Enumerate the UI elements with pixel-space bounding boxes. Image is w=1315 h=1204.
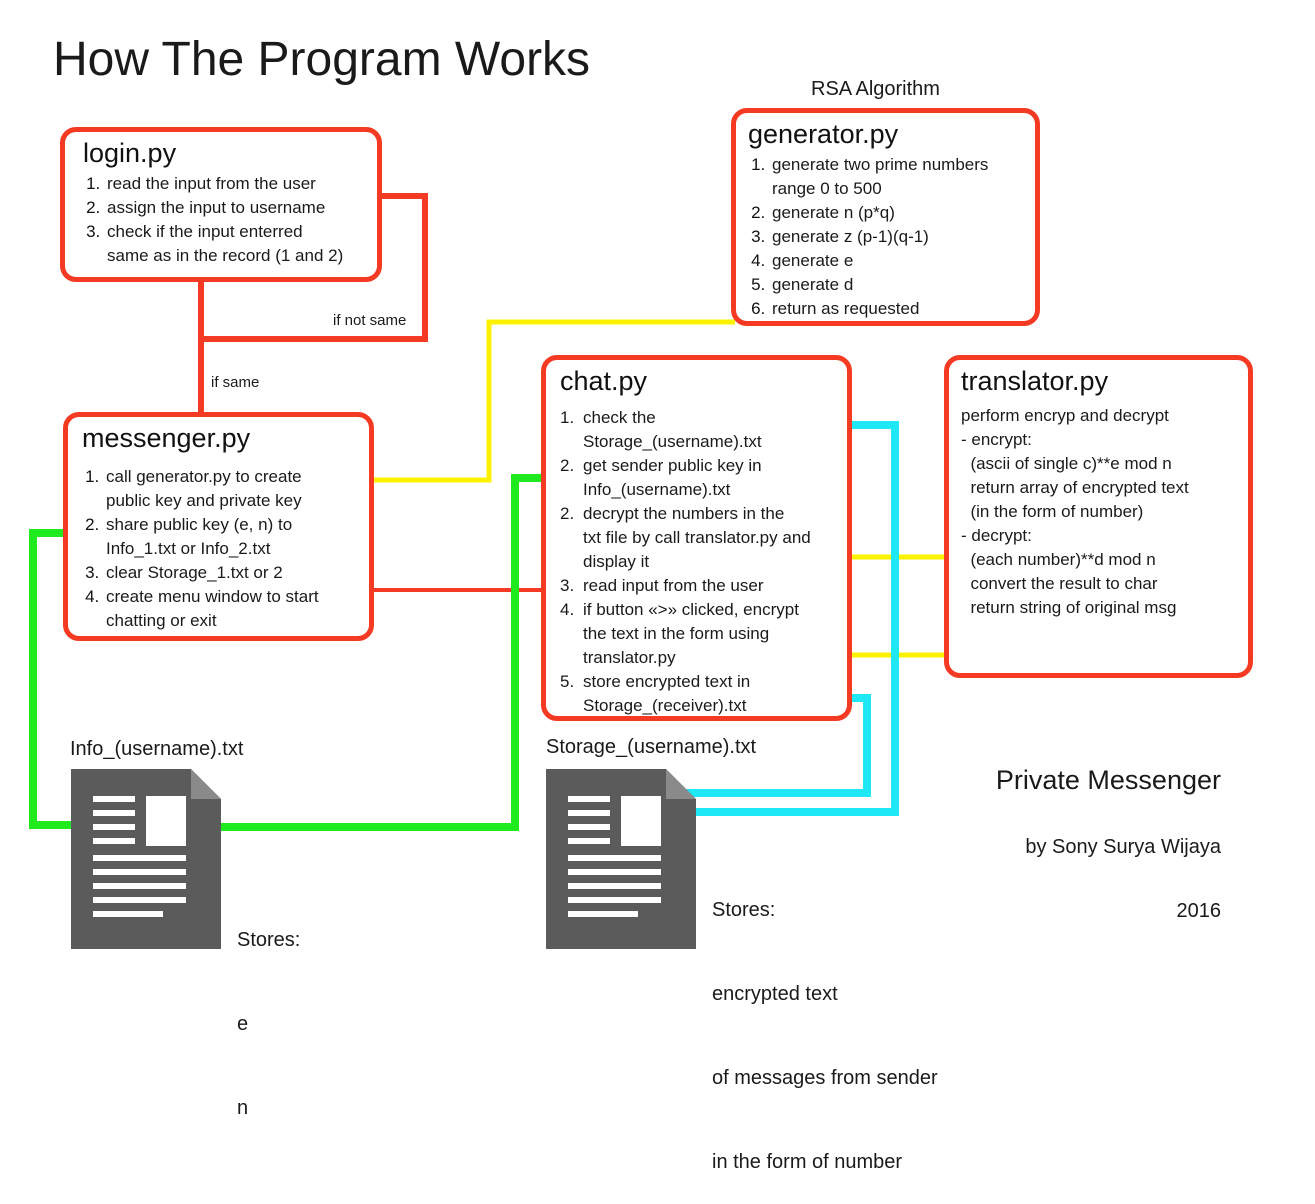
chat-step: 2. get sender public key in Info_(userna… <box>560 454 833 502</box>
translator-line: perform encryp and decrypt <box>961 406 1169 425</box>
author: by Sony Surya Wijaya <box>1025 836 1221 858</box>
chat-step-text: read input from the user <box>583 576 764 595</box>
translator-line: convert the result to char <box>961 574 1158 593</box>
info-stores-line: n <box>237 1097 249 1119</box>
messenger-step: share public key (e, n) to Info_1.txt or… <box>104 513 355 561</box>
translator-line: (in the form of number) <box>961 502 1144 521</box>
chat-step: 4. if button «>» clicked, encrypt the te… <box>560 598 833 670</box>
messenger-py-title: messenger.py <box>82 423 251 453</box>
translator-line: (each number)**d mod n <box>961 550 1156 569</box>
translator-py-box: translator.py perform encryp and decrypt… <box>944 355 1253 678</box>
login-step: read the input from the user <box>105 172 363 196</box>
chat-step-text: if button «>» clicked, encrypt the text … <box>583 600 799 667</box>
rsa-algorithm-label: RSA Algorithm <box>811 78 940 100</box>
chat-step-number: 2. <box>560 456 575 475</box>
generator-py-box: generator.py generate two prime numbers … <box>731 108 1040 326</box>
chat-step-text: check the Storage_(username).txt <box>583 408 762 451</box>
generator-step: generate d <box>770 273 1021 297</box>
if-not-same-label: if not same <box>333 312 407 329</box>
translator-line: - encrypt: <box>961 430 1032 449</box>
chat-step-number: 3. <box>560 576 575 595</box>
chat-step: 1. check the Storage_(username).txt <box>560 406 833 454</box>
translator-py-title: translator.py <box>961 366 1109 396</box>
generator-step: generate e <box>770 249 1021 273</box>
messenger-step: create menu window to start chatting or … <box>104 585 355 633</box>
messenger-step: call generator.py to create public key a… <box>104 465 355 513</box>
chat-step-text: store encrypted text in Storage_(receive… <box>583 672 751 715</box>
yellow-link-messenger-generator <box>327 319 735 483</box>
info-stores-line: e <box>237 1013 249 1035</box>
document-icon <box>71 769 221 949</box>
storage-stores-line: in the form of number <box>712 1151 903 1173</box>
generator-step: return as requested <box>770 297 1021 321</box>
info-stores-text: Stores: e n <box>237 870 300 1150</box>
storage-stores-line: Stores: <box>712 899 776 921</box>
document-icon <box>546 769 696 949</box>
messenger-py-steps: call generator.py to create public key a… <box>82 465 355 633</box>
messenger-step: clear Storage_1.txt or 2 <box>104 561 355 585</box>
red-link-login-loop <box>201 193 428 342</box>
translator-line: - decrypt: <box>961 526 1032 545</box>
translator-line: return string of original msg <box>961 598 1177 617</box>
chat-step: 2. decrypt the numbers in the txt file b… <box>560 502 833 574</box>
storage-stores-text: Stores: encrypted text of messages from … <box>712 840 938 1204</box>
translator-line: return array of encrypted text <box>961 478 1189 497</box>
storage-stores-line: encrypted text <box>712 983 838 1005</box>
storage-stores-line: of messages from sender <box>712 1067 938 1089</box>
if-same-label: if same <box>211 374 260 391</box>
credits: Private Messenger by Sony Surya Wijaya 2… <box>996 727 1221 943</box>
green-link-info-chat <box>216 474 545 831</box>
storage-file-label: Storage_(username).txt <box>546 736 757 758</box>
chat-step-text: decrypt the numbers in the txt file by c… <box>583 504 811 571</box>
generator-py-title: generator.py <box>748 119 899 149</box>
chat-step: 5. store encrypted text in Storage_(rece… <box>560 670 833 718</box>
login-py-box: login.py read the input from the user as… <box>60 127 382 282</box>
chat-step-number: 1. <box>560 408 575 427</box>
chat-py-steps: 1. check the Storage_(username).txt 2. g… <box>560 406 833 718</box>
chat-step-number: 2. <box>560 504 575 523</box>
year: 2016 <box>1176 900 1222 922</box>
login-py-title: login.py <box>83 138 177 168</box>
translator-line: (ascii of single c)**e mod n <box>961 454 1172 473</box>
chat-step-number: 5. <box>560 672 575 691</box>
app-name: Private Messenger <box>995 765 1221 795</box>
login-py-steps: read the input from the user assign the … <box>83 172 363 268</box>
chat-py-box: chat.py 1. check the Storage_(username).… <box>541 355 852 721</box>
messenger-py-box: messenger.py call generator.py to create… <box>63 412 374 641</box>
chat-py-title: chat.py <box>560 366 648 396</box>
chat-step-number: 4. <box>560 600 575 619</box>
green-link-messenger-info <box>29 529 77 829</box>
chat-step-text: get sender public key in Info_(username)… <box>583 456 762 499</box>
generator-step: generate z (p-1)(q-1) <box>770 225 1021 249</box>
page-title: How The Program Works <box>53 33 591 86</box>
generator-step: generate two prime numbers range 0 to 50… <box>770 153 1021 201</box>
login-step: check if the input enterred same as in t… <box>105 220 363 268</box>
generator-step: generate n (p*q) <box>770 201 1021 225</box>
info-file-label: Info_(username).txt <box>70 738 244 760</box>
login-step: assign the input to username <box>105 196 363 220</box>
generator-py-steps: generate two prime numbers range 0 to 50… <box>748 153 1021 321</box>
info-stores-line: Stores: <box>237 929 301 951</box>
chat-step: 3. read input from the user <box>560 574 833 598</box>
